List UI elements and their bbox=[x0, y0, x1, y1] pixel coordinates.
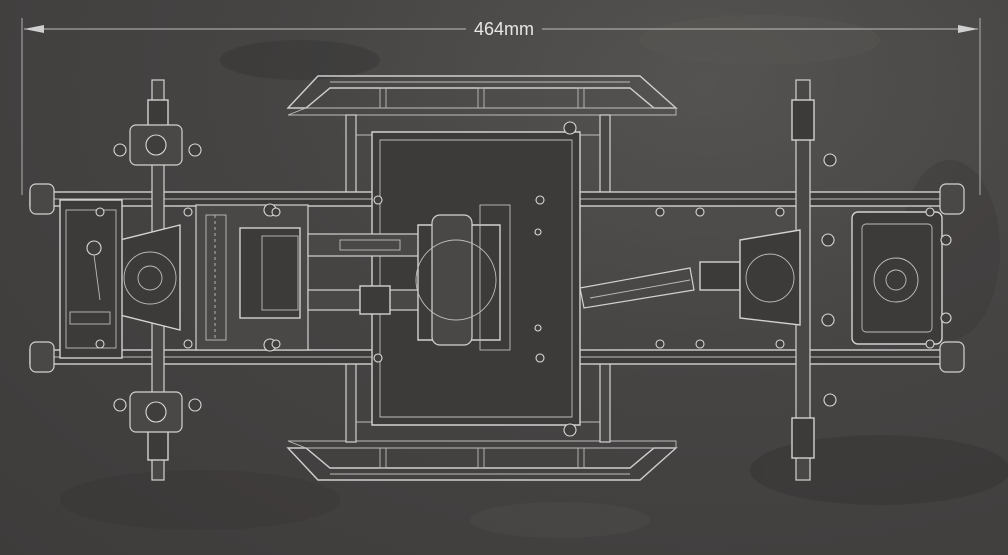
battery-box bbox=[851, 211, 952, 345]
background-texture bbox=[60, 15, 1008, 538]
rear-driveshaft bbox=[579, 261, 741, 309]
front-differential bbox=[119, 224, 181, 331]
front-driveshaft bbox=[307, 233, 429, 315]
transmission bbox=[195, 203, 309, 352]
front-axle bbox=[113, 79, 202, 481]
dimension-line: 464mm bbox=[21, 18, 981, 195]
rock-slider-top bbox=[286, 75, 678, 116]
front-bumper-mount-top bbox=[29, 183, 55, 215]
frame-bolts bbox=[95, 207, 935, 349]
front-bumper bbox=[59, 199, 123, 359]
rear-differential bbox=[739, 229, 801, 326]
rear-mount-top bbox=[939, 183, 965, 215]
dimension-label: 464mm bbox=[474, 19, 534, 39]
dimension-arrow-right bbox=[958, 25, 978, 33]
dimension-arrow-left bbox=[24, 25, 44, 33]
rear-mount-bottom bbox=[939, 341, 965, 373]
rock-slider-bottom bbox=[286, 440, 678, 481]
front-bumper-mount-bottom bbox=[29, 341, 55, 373]
steering-servo-horn bbox=[86, 240, 102, 256]
spur-gear bbox=[205, 214, 227, 341]
fuel-cap bbox=[873, 257, 919, 303]
rear-axle bbox=[739, 79, 837, 481]
transfer-case bbox=[415, 204, 511, 351]
